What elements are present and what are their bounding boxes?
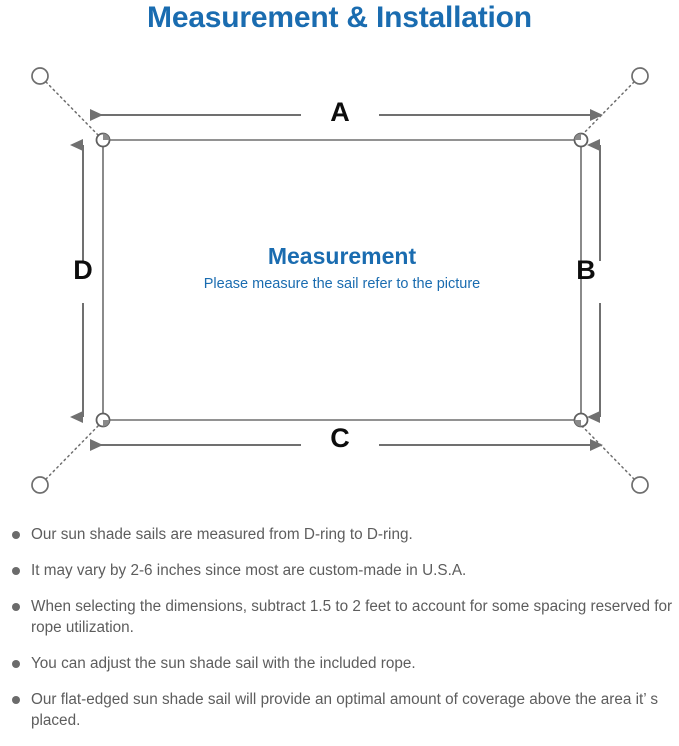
list-item-text: Our sun shade sails are measured from D-… (31, 526, 413, 543)
bullet-icon (12, 696, 20, 704)
d-ring-shade-top-left (103, 133, 110, 140)
sail-rectangle (102, 139, 582, 421)
dimension-label-b: B (576, 255, 596, 285)
anchor-point-top-left (31, 67, 49, 85)
rope-bottom-right (580, 424, 635, 480)
anchor-point-bottom-left (31, 476, 49, 494)
list-item: When selecting the dimensions, subtract … (0, 596, 679, 638)
dimension-label-a: A (330, 97, 350, 127)
list-item-text: When selecting the dimensions, subtract … (31, 598, 673, 636)
list-item: You can adjust the sun shade sail with t… (0, 653, 679, 674)
bullet-icon (12, 531, 20, 539)
d-ring-shade-bottom-right (574, 420, 581, 427)
rope-bottom-left (45, 424, 100, 480)
list-item: Our flat-edged sun shade sail will provi… (0, 689, 679, 731)
measurement-diagram: Measurement Please measure the sail refe… (0, 45, 679, 515)
list-item: Our sun shade sails are measured from D-… (0, 524, 679, 545)
diagram-svg (31, 67, 649, 494)
bullet-icon (12, 567, 20, 575)
rope-top-right (580, 81, 635, 137)
list-item-text: You can adjust the sun shade sail with t… (31, 655, 416, 672)
notes-list: Our sun shade sails are measured from D-… (0, 524, 679, 746)
list-item: It may vary by 2-6 inches since most are… (0, 560, 679, 581)
anchor-point-bottom-right (631, 476, 649, 494)
rope-top-left (45, 81, 100, 137)
d-ring-shade-bottom-left (103, 420, 110, 427)
anchor-point-top-right (631, 67, 649, 85)
d-ring-shade-top-right (574, 133, 581, 140)
dimension-label-c: C (330, 423, 350, 453)
sail-measurement-title: Measurement (267, 243, 417, 269)
bullet-icon (12, 603, 20, 611)
sail-measurement-subtitle: Please measure the sail refer to the pic… (203, 276, 481, 292)
list-item-text: It may vary by 2-6 inches since most are… (31, 562, 467, 579)
bullet-icon (12, 660, 20, 668)
page-title: Measurement & Installation (147, 1, 532, 34)
dimension-label-d: D (73, 255, 93, 285)
list-item-text: Our flat-edged sun shade sail will provi… (31, 691, 658, 729)
